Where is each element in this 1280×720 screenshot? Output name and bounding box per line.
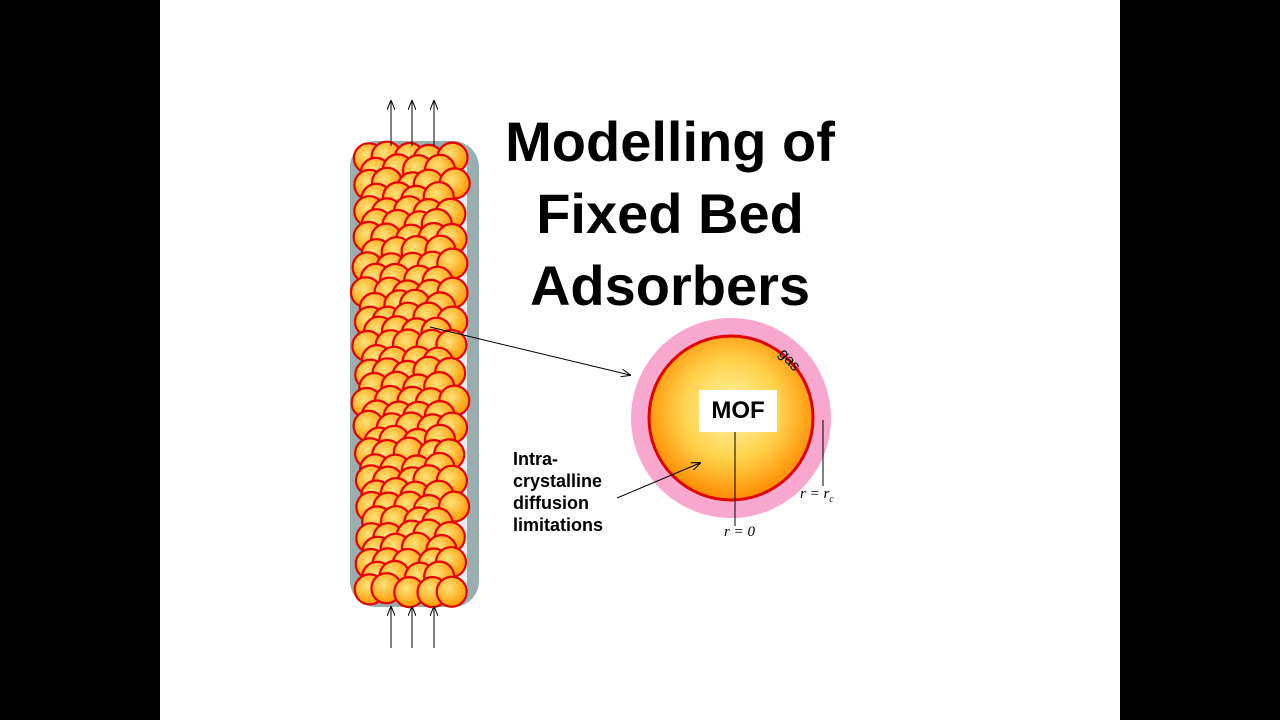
adsorbent-particle	[435, 575, 468, 608]
title-line-1: Modelling of	[505, 110, 835, 173]
annotation-line-2: crystalline	[513, 471, 603, 491]
outlet-flow-arrows	[391, 101, 434, 146]
annotation-line-1: Intra-	[513, 449, 558, 469]
annotation-line-4: limitations	[513, 515, 604, 535]
title-line-3: Adsorbers	[529, 254, 811, 317]
title-line-2: Fixed Bed	[536, 182, 804, 245]
inlet-flow-arrows	[391, 607, 434, 648]
mof-label: MOF	[699, 390, 777, 432]
center-radius-label: r = 0	[724, 524, 755, 540]
diffusion-arrow	[616, 463, 700, 499]
annotation-line-3: diffusion	[513, 493, 589, 513]
zoom-arrow	[429, 326, 630, 375]
outer-radius-text: r = r	[800, 486, 830, 502]
adsorbent-particles	[349, 140, 471, 609]
slide-background	[160, 0, 1120, 720]
outer-radius-label: r = rc	[800, 486, 834, 505]
outer-radius-subscript: c	[829, 494, 834, 505]
